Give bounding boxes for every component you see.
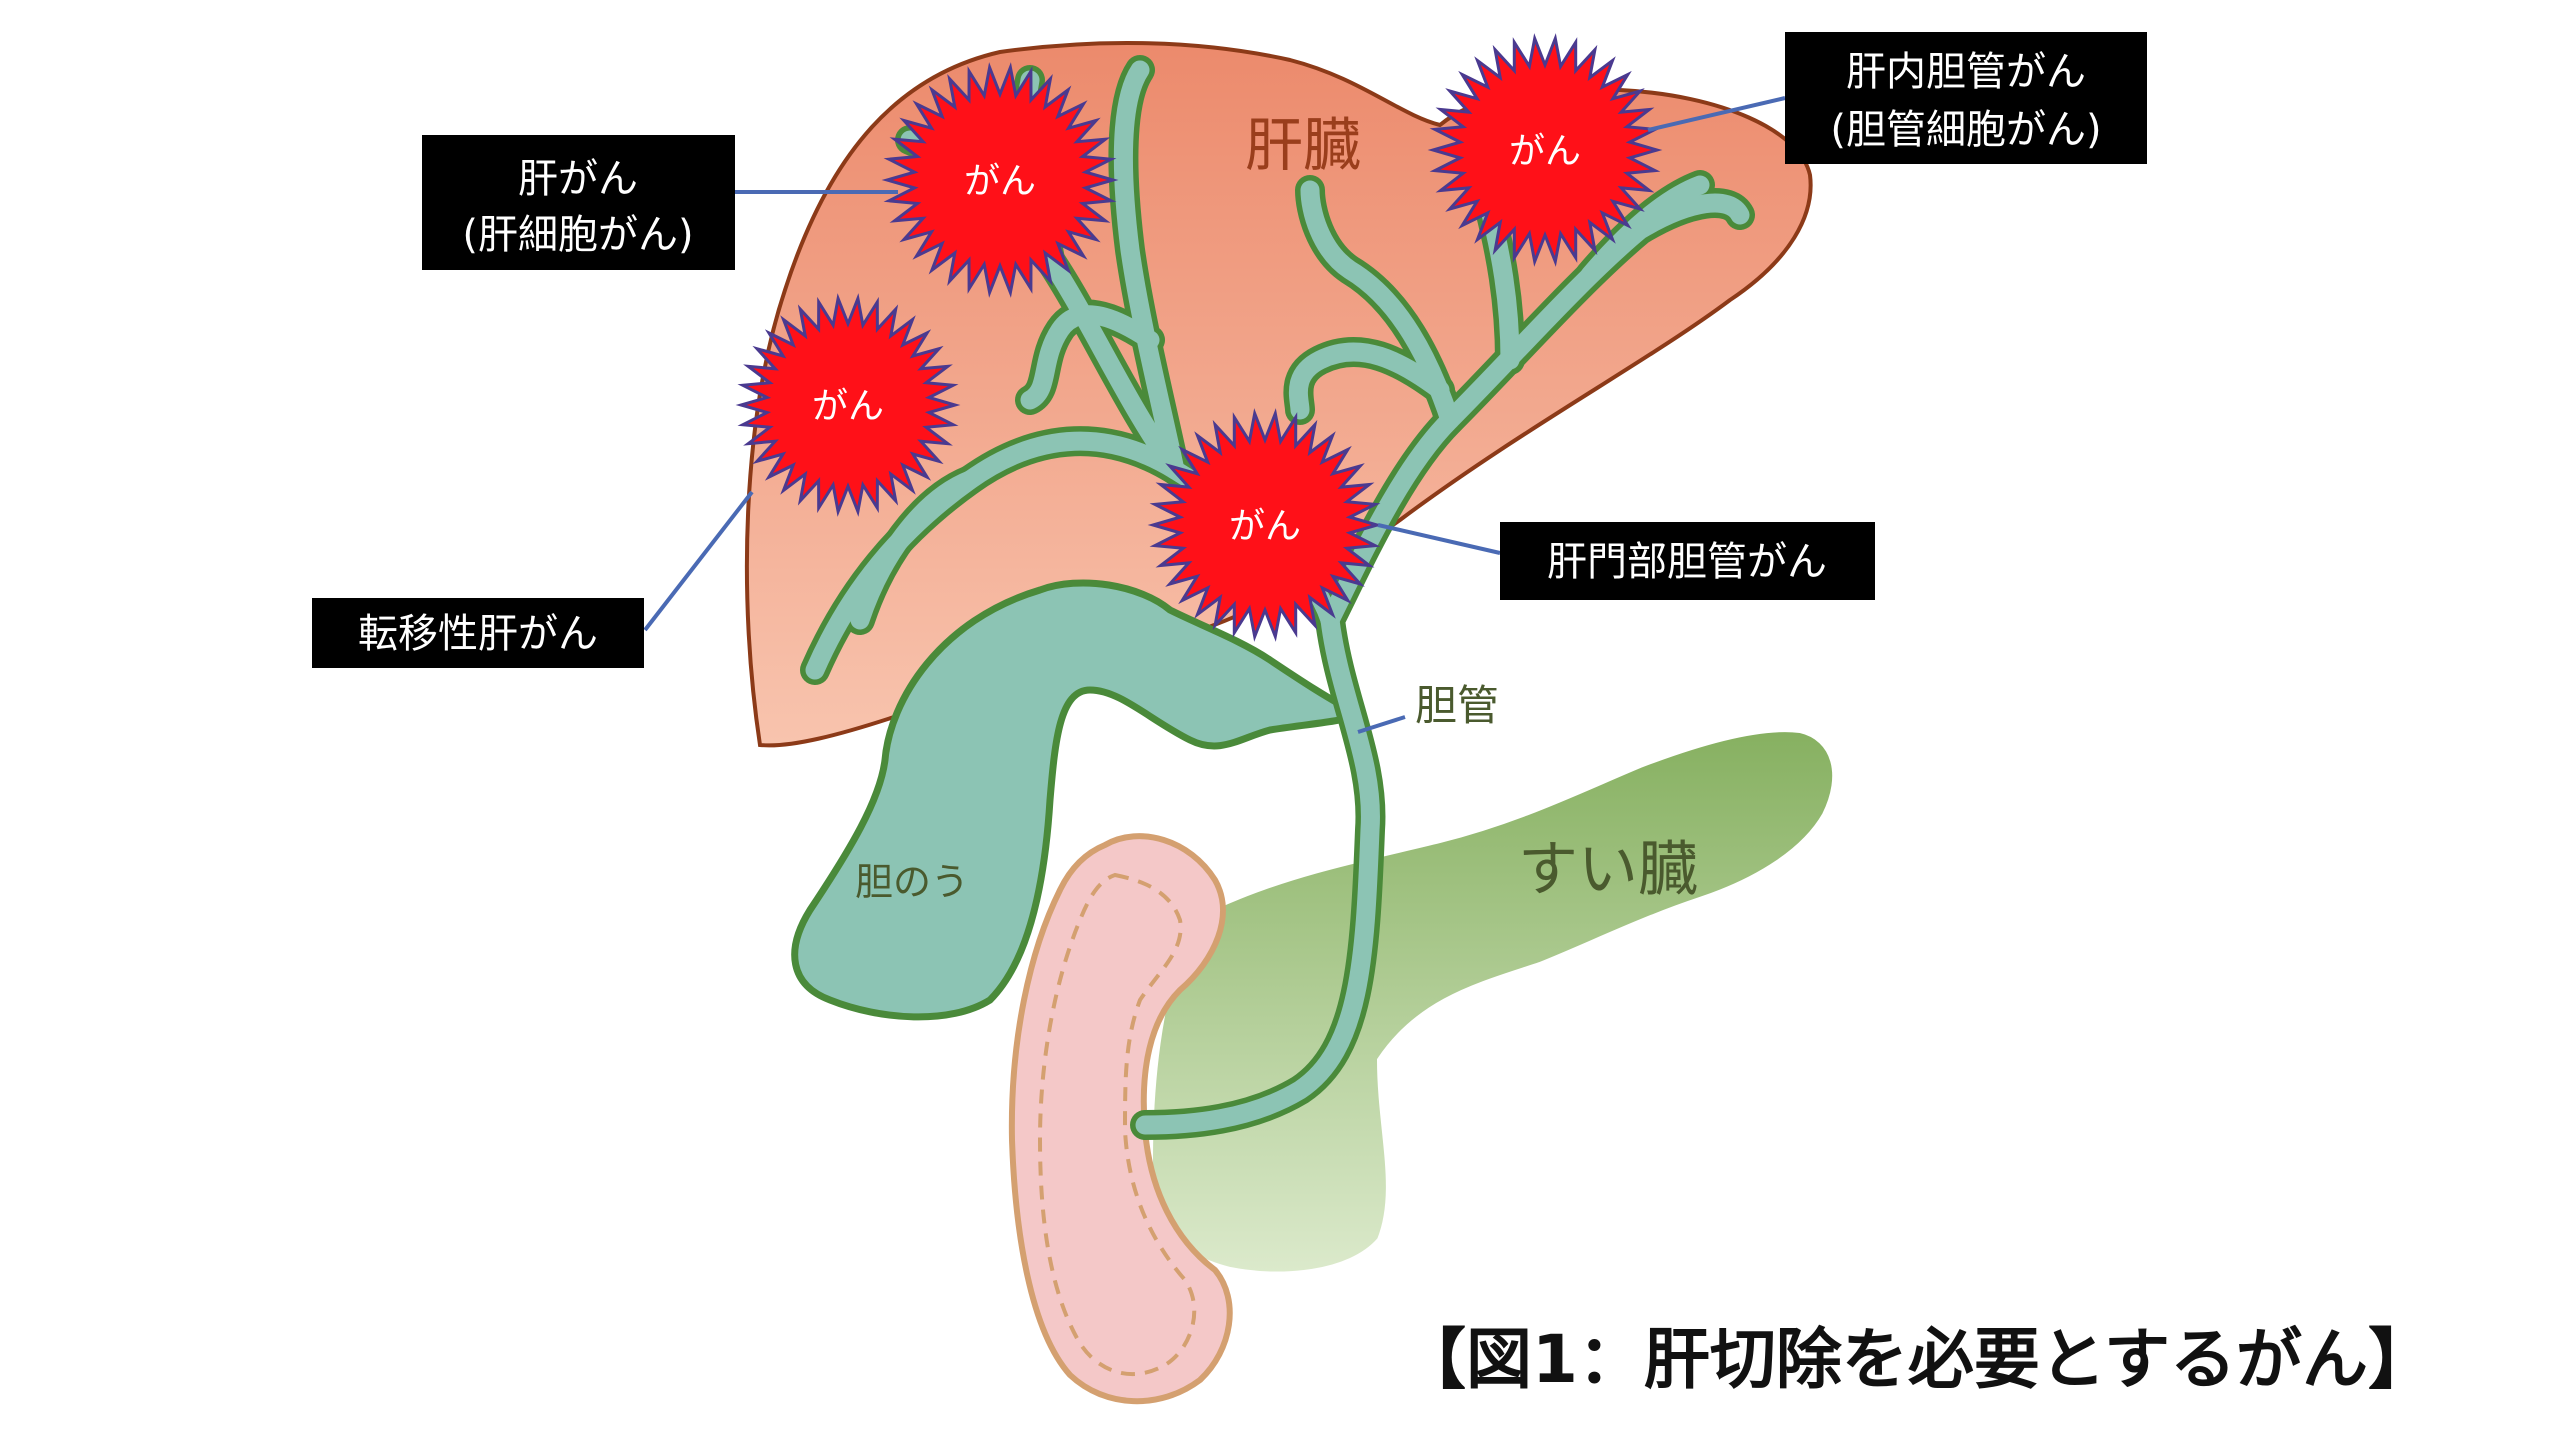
figure-caption: 【図1：肝切除を必要とするがん】 xyxy=(1400,1321,2434,1398)
duodenum-inner-wall xyxy=(1037,872,1197,1376)
gallbladder-label: 胆のう xyxy=(855,860,969,904)
tumor-metastatic-label: がん xyxy=(812,386,884,427)
leader-icc xyxy=(1647,96,1786,132)
callout-hcc-line1: 肝がん xyxy=(518,156,638,202)
tumor-hilar-label: がん xyxy=(1229,506,1301,547)
callout-icc-box xyxy=(1785,32,2147,164)
callout-hcc-line2: (肝細胞がん) xyxy=(462,212,693,258)
liver-label: 肝臓 xyxy=(1245,111,1361,179)
leader-hilar xyxy=(1377,523,1501,555)
tumor-hcc-label: がん xyxy=(964,161,1036,202)
callout-hilar-text: 肝門部胆管がん xyxy=(1547,539,1827,585)
callout-hilar: 肝門部胆管がん xyxy=(1500,522,1875,600)
tumor-hcc: がん xyxy=(881,62,1119,298)
tumor-metastatic-burst xyxy=(735,293,961,517)
leader-lines xyxy=(643,96,1786,734)
pancreas-shape xyxy=(1146,726,1839,1278)
bile-duct-label: 胆管 xyxy=(1415,681,1499,730)
tumor-hilar-burst xyxy=(1147,408,1383,642)
callout-metastatic-box xyxy=(312,598,644,668)
callout-hilar-box xyxy=(1500,522,1875,600)
callout-icc: 肝内胆管がん (胆管細胞がん) xyxy=(1785,32,2147,164)
pancreas-label: すい臓 xyxy=(1518,835,1698,905)
callout-icc-line2: (胆管細胞がん) xyxy=(1830,107,2101,153)
tumor-icc-label: がん xyxy=(1509,131,1581,172)
tumor-icc-burst xyxy=(1427,33,1663,267)
gallbladder-shape xyxy=(791,579,1364,1021)
callout-icc-line1: 肝内胆管がん xyxy=(1846,49,2086,95)
duodenum-shape xyxy=(1008,833,1233,1405)
callout-metastatic: 転移性肝がん xyxy=(312,598,644,668)
callout-hcc-box xyxy=(422,135,735,270)
tumor-hcc-burst xyxy=(881,62,1119,298)
tumor-hilar: がん xyxy=(1147,408,1383,642)
tumor-icc: がん xyxy=(1427,33,1663,267)
tumor-metastatic: がん xyxy=(735,293,961,517)
callout-metastatic-text: 転移性肝がん xyxy=(358,611,598,657)
leader-metastatic xyxy=(643,490,754,632)
leader-bile-duct xyxy=(1357,715,1406,734)
callout-hcc: 肝がん (肝細胞がん) xyxy=(422,135,735,270)
